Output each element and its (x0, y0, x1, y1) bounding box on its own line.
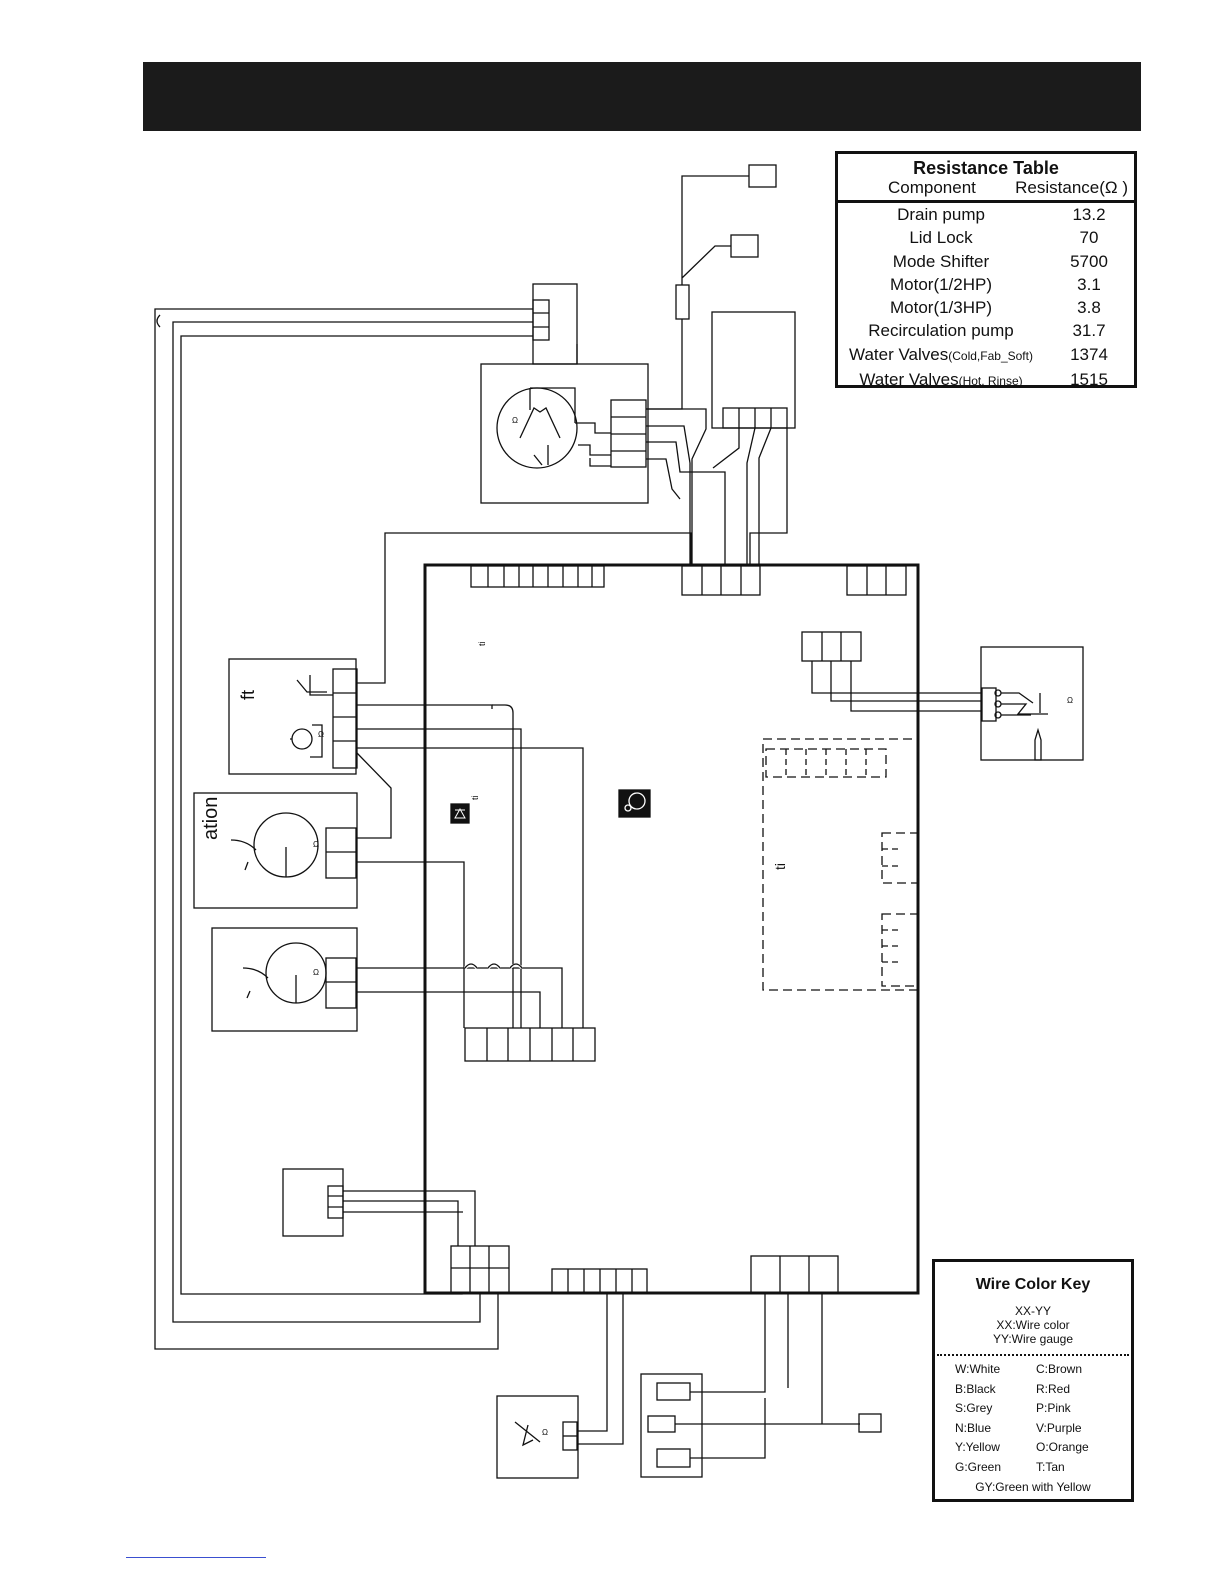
board-label-ti-1: ti (477, 641, 487, 647)
resistance-table-title: Resistance Table (913, 158, 1059, 178)
row-value: 5700 (1070, 251, 1108, 271)
board-connector-top-right (846, 565, 907, 596)
row-component: Recirculation pump (868, 321, 1014, 341)
pressure-sensor-box (282, 1168, 344, 1237)
board-connector-bottom-right (750, 1255, 839, 1294)
row-component: Water Valves(Cold,Fab_Soft) (838, 343, 1044, 368)
omega-marker: Ω (1067, 696, 1073, 705)
connector-top-1 (748, 164, 777, 188)
footer-link-underline (126, 1557, 266, 1558)
dashed-connector-low (881, 913, 919, 987)
wire-key-format: XX-YY XX:Wire color YY:Wire gauge (935, 1304, 1131, 1346)
wire-key-entry: B:Black (955, 1381, 996, 1396)
table-row: Drain pump 13.2 (838, 203, 1134, 226)
table-row: Water Valves(Hot, Rinse) 1515 (838, 368, 1134, 393)
capacitor-box (640, 1373, 703, 1478)
connector-top-2 (730, 234, 759, 258)
row-component: Motor(1/2HP) (889, 274, 993, 294)
table-row: Mode Shifter 5700 (838, 250, 1134, 273)
motor-connector-box (711, 311, 796, 429)
dashed-subboard (762, 738, 919, 991)
row-value: 1374 (1070, 344, 1108, 364)
wire-key-entry: W:White (955, 1362, 1001, 1376)
board-label-ti-2: ti (470, 795, 480, 801)
row-component: Motor(1/3HP) (889, 298, 993, 318)
recirculation-pump-box (193, 792, 358, 909)
row-component-name: Water Valves (849, 344, 949, 364)
wire-key-title: Wire Color Key (975, 1276, 1091, 1293)
ground-terminal (858, 1413, 882, 1433)
table-row: Lid Lock 70 (838, 226, 1134, 249)
resistance-table: Resistance Table Component Resistance(Ω … (835, 151, 1137, 389)
wire-key-entry: N:Blue (955, 1420, 992, 1435)
row-component: Mode Shifter (892, 251, 990, 271)
omega-marker: Ω (318, 730, 324, 739)
row-value: 1515 (1070, 370, 1108, 390)
omega-marker: Ω (313, 968, 319, 977)
drain-pump-box (211, 927, 358, 1032)
wire-key-footer: GY:Green with Yellow (975, 1479, 1091, 1494)
thermistor-box (496, 1395, 579, 1479)
table-row: Water Valves(Cold,Fab_Soft) 1374 (838, 343, 1134, 368)
row-value: 13.2 (1072, 205, 1106, 224)
board-connector-bottom-mid (464, 1027, 596, 1062)
row-component-suffix: (Cold,Fab_Soft) (948, 348, 1033, 363)
omega-marker: Ω (542, 1428, 548, 1437)
row-value: 3.8 (1077, 298, 1101, 318)
row-value: 70 (1079, 228, 1099, 248)
wire-key-entry: R:Red (1036, 1381, 1071, 1396)
wire-key-entry: P:Pink (1036, 1401, 1071, 1416)
table-row: Motor(1/2HP) 3.1 (838, 273, 1134, 296)
col-resistance: Resistance(Ω ) (1015, 178, 1128, 197)
wire-key-entry: T:Tan (1036, 1459, 1065, 1474)
wire-key-entry: C:Brown (1036, 1362, 1083, 1376)
wire-key-grid: W:White C:Brown B:Black R:Red S:Grey P:P… (935, 1360, 1131, 1478)
board-connector-right (801, 631, 862, 662)
wire-key-format-color: XX:Wire color (996, 1318, 1070, 1332)
wire-key-divider (937, 1354, 1129, 1356)
board-label-ti-3: ti (772, 863, 788, 870)
row-component: Lid Lock (909, 228, 973, 248)
wire-key-entry: O:Orange (1036, 1440, 1089, 1455)
table-row: Motor(1/3HP) 3.8 (838, 296, 1134, 319)
dashed-connector-mid (881, 832, 919, 884)
omega-marker: Ω (512, 416, 518, 425)
row-component-name: Water Valves (859, 370, 959, 390)
wire-key-entry: S:Grey (955, 1401, 993, 1416)
board-connector-top-mid (681, 565, 761, 596)
row-component-suffix: (Hot, Rinse) (958, 374, 1023, 389)
board-connector-bottom-left (450, 1245, 510, 1294)
col-component: Component (888, 178, 976, 197)
resistance-table-header: Component Resistance(Ω ) (838, 178, 1134, 203)
dispenser-label: ft (238, 689, 258, 700)
fuse-element (675, 284, 690, 320)
board-connector-top-left (470, 565, 605, 588)
row-component: Drain pump (897, 205, 985, 224)
board-connector-bottom-center (551, 1268, 648, 1294)
diode-symbol (450, 803, 470, 824)
harness-connector-left (532, 283, 578, 365)
wire-color-key: Wire Color Key XX-YY XX:Wire color YY:Wi… (932, 1259, 1134, 1502)
row-value: 31.7 (1072, 321, 1106, 341)
wire-key-entry: V:Purple (1036, 1420, 1082, 1435)
row-component: Water Valves(Hot, Rinse) (838, 368, 1044, 393)
row-value: 3.1 (1077, 274, 1101, 294)
omega-marker: Ω (313, 840, 319, 849)
lid-lock-box (980, 646, 1084, 761)
title-bar (143, 62, 1141, 131)
wire-key-format-gauge: YY:Wire gauge (992, 1332, 1074, 1346)
table-row: Recirculation pump 31.7 (838, 319, 1134, 342)
recirculation-label: ation (200, 796, 222, 840)
wire-key-entry: Y:Yellow (955, 1440, 1000, 1455)
wire-key-format-code: XX-YY (1014, 1304, 1051, 1318)
main-control-board (423, 563, 920, 1295)
wire-key-entry: G:Green (955, 1459, 1002, 1474)
